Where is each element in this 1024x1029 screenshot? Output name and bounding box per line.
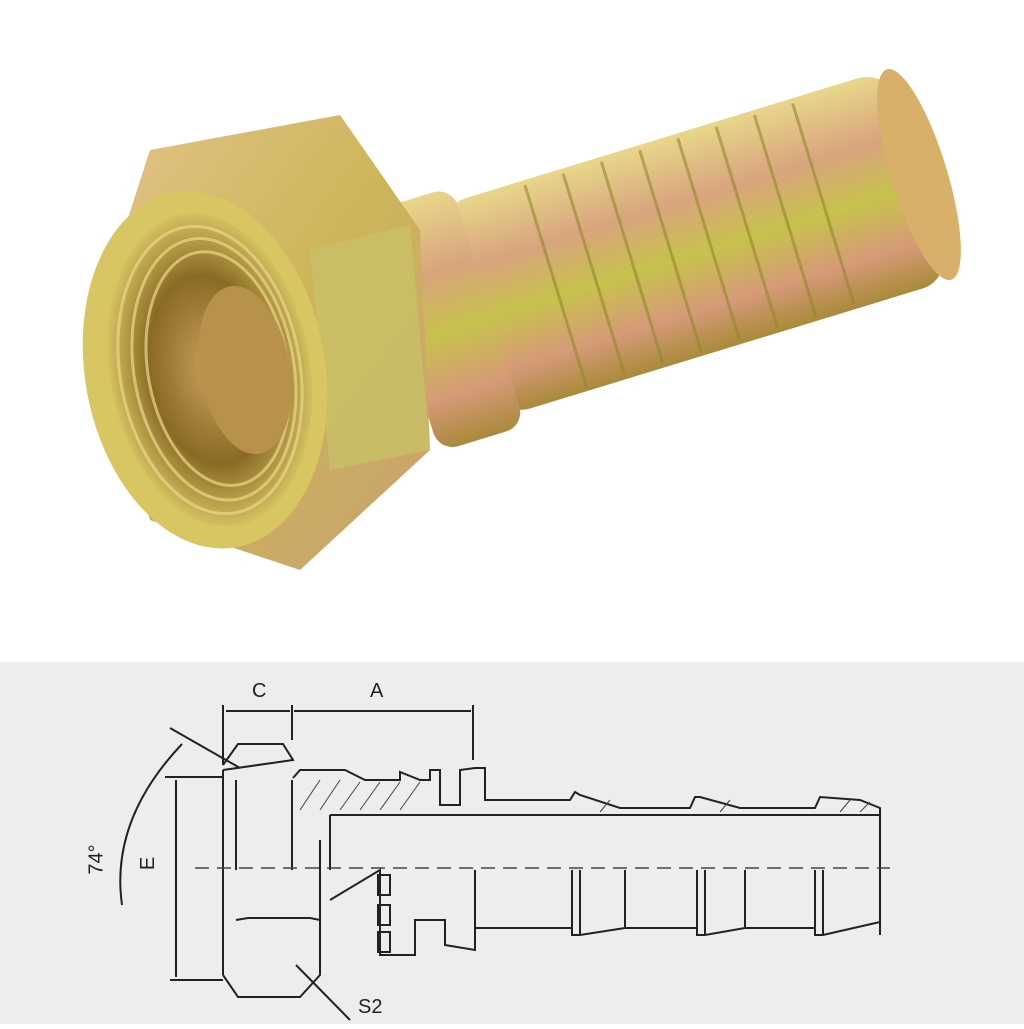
angle-74-label: 74° (85, 844, 108, 875)
fitting-photo-illustration (82, 69, 961, 570)
fitting-cross-section-drawing (119, 705, 890, 1021)
dimension-s2-label: S2 (358, 996, 383, 1018)
product-photo (82, 69, 961, 570)
dimension-a-label: A (370, 680, 384, 702)
dimension-e-label: E (137, 856, 160, 871)
technical-drawing: C A E 74° S2 (0, 662, 1024, 1024)
dimension-c-label: C (252, 680, 267, 702)
